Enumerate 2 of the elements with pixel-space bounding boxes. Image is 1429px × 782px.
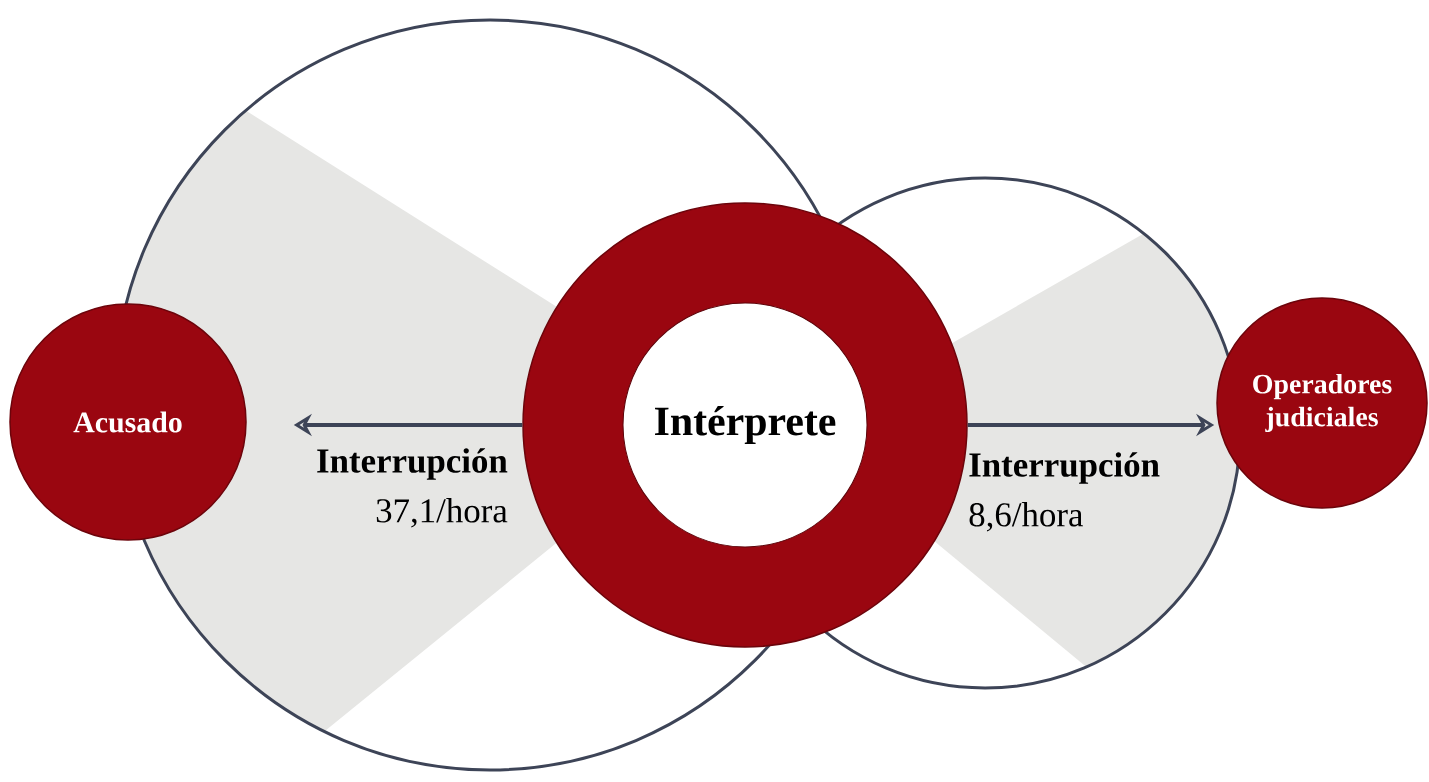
edge-label: Interrupción 8,6/hora [969, 452, 1160, 532]
edge-label: Interrupción 37,1/hora [317, 448, 508, 528]
